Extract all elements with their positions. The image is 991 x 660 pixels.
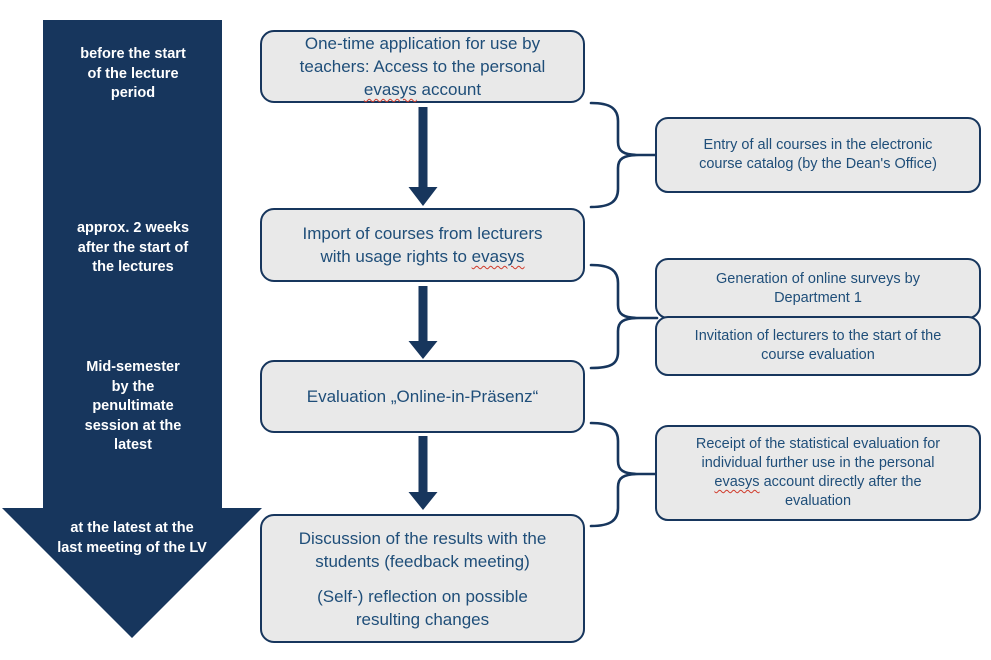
- process-box-discussion-paragraph-2: (Self-) reflection on possible resulting…: [317, 586, 528, 629]
- text-segment: Import of courses from lecturers with us…: [302, 224, 543, 266]
- process-box-evaluation: Evaluation „Online-in-Präsenz“: [260, 360, 585, 433]
- side-box-statistical-receipt: Receipt of the statistical evaluation fo…: [655, 425, 981, 521]
- text-segment: account: [416, 80, 482, 99]
- brace-1: [589, 101, 659, 209]
- timeline-label-last-meeting: at the latest at the last meeting of the…: [57, 520, 207, 556]
- side-box-lecturer-invitation-text: Invitation of lecturers to the start of …: [694, 328, 942, 363]
- evasys-word: evasys: [714, 474, 760, 490]
- process-box-discussion-paragraph-1: Discussion of the results with the stude…: [298, 528, 547, 571]
- process-box-import-courses-text: Import of courses from lecturers with us…: [303, 222, 543, 268]
- brace-3: [589, 421, 659, 528]
- flow-arrow-1: [408, 107, 438, 206]
- timeline-label-two-weeks-after-start: approx. 2 weeks after the start of the l…: [76, 220, 190, 275]
- side-box-statistical-receipt-text: Receipt of the statistical evaluation fo…: [696, 435, 940, 511]
- process-box-evaluation-text: Evaluation „Online-in-Präsenz“: [306, 387, 539, 406]
- flow-arrow-3: [408, 436, 438, 510]
- text-segment: Receipt of the statistical evaluation fo…: [695, 436, 941, 471]
- text-segment: account directly after the evaluation: [763, 474, 922, 509]
- timeline-arrow: [2, 20, 262, 638]
- flow-arrow-2: [408, 286, 438, 359]
- process-box-application-text: One-time application for use by teachers…: [300, 32, 546, 101]
- text-segment: One-time application for use by teachers…: [299, 34, 546, 76]
- brace-2: [589, 263, 659, 370]
- evasys-word: evasys: [471, 247, 525, 266]
- process-box-discussion: Discussion of the results with the stude…: [260, 514, 585, 643]
- timeline-label-before-lecture-period: before the start of the lecture period: [80, 46, 186, 101]
- side-box-survey-generation-text: Generation of online surveys by Departme…: [716, 270, 920, 306]
- side-box-survey-generation: Generation of online surveys by Departme…: [655, 258, 981, 319]
- process-box-import-courses: Import of courses from lecturers with us…: [260, 208, 585, 282]
- evasys-word: evasys: [363, 80, 417, 99]
- side-box-lecturer-invitation: Invitation of lecturers to the start of …: [655, 316, 981, 376]
- timeline-label-mid-semester: Mid-semester by the penultimate session …: [84, 359, 182, 453]
- side-box-course-catalog-text: Entry of all courses in the electronic c…: [699, 137, 937, 172]
- process-box-application: One-time application for use by teachers…: [260, 30, 585, 103]
- side-box-course-catalog: Entry of all courses in the electronic c…: [655, 117, 981, 193]
